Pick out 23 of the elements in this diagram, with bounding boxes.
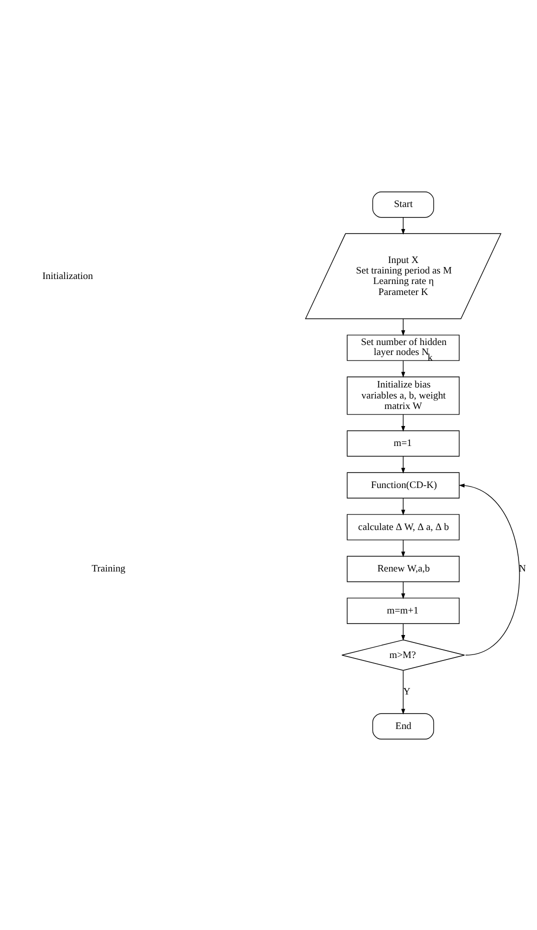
arrow (458, 483, 520, 655)
arrow (401, 414, 406, 432)
node-box: Start (372, 190, 434, 218)
arrow (401, 318, 406, 336)
label: Initialization (42, 270, 93, 282)
node-box: calculate ∆ W, ∆ a, ∆ b (346, 514, 460, 540)
label: Training (92, 563, 126, 574)
arrow (401, 622, 406, 640)
node-diamond: m>M? (342, 639, 465, 670)
arrow (401, 670, 406, 714)
arrow (401, 581, 406, 599)
node-box: m=m+1 (346, 597, 460, 624)
node-box: Function(CD-K) (346, 472, 460, 498)
arrow (401, 456, 406, 474)
edge-label: Y (403, 686, 410, 698)
node-box: End (372, 712, 434, 740)
arrow (401, 539, 406, 557)
node-box: Renew W,a,b (346, 555, 460, 582)
arrow (401, 360, 406, 378)
arrow (401, 497, 406, 515)
node-box: m=1 (346, 430, 460, 456)
node-box: Initialize bias variables a, b, weight matrix W (346, 376, 460, 414)
arrow (401, 216, 406, 234)
